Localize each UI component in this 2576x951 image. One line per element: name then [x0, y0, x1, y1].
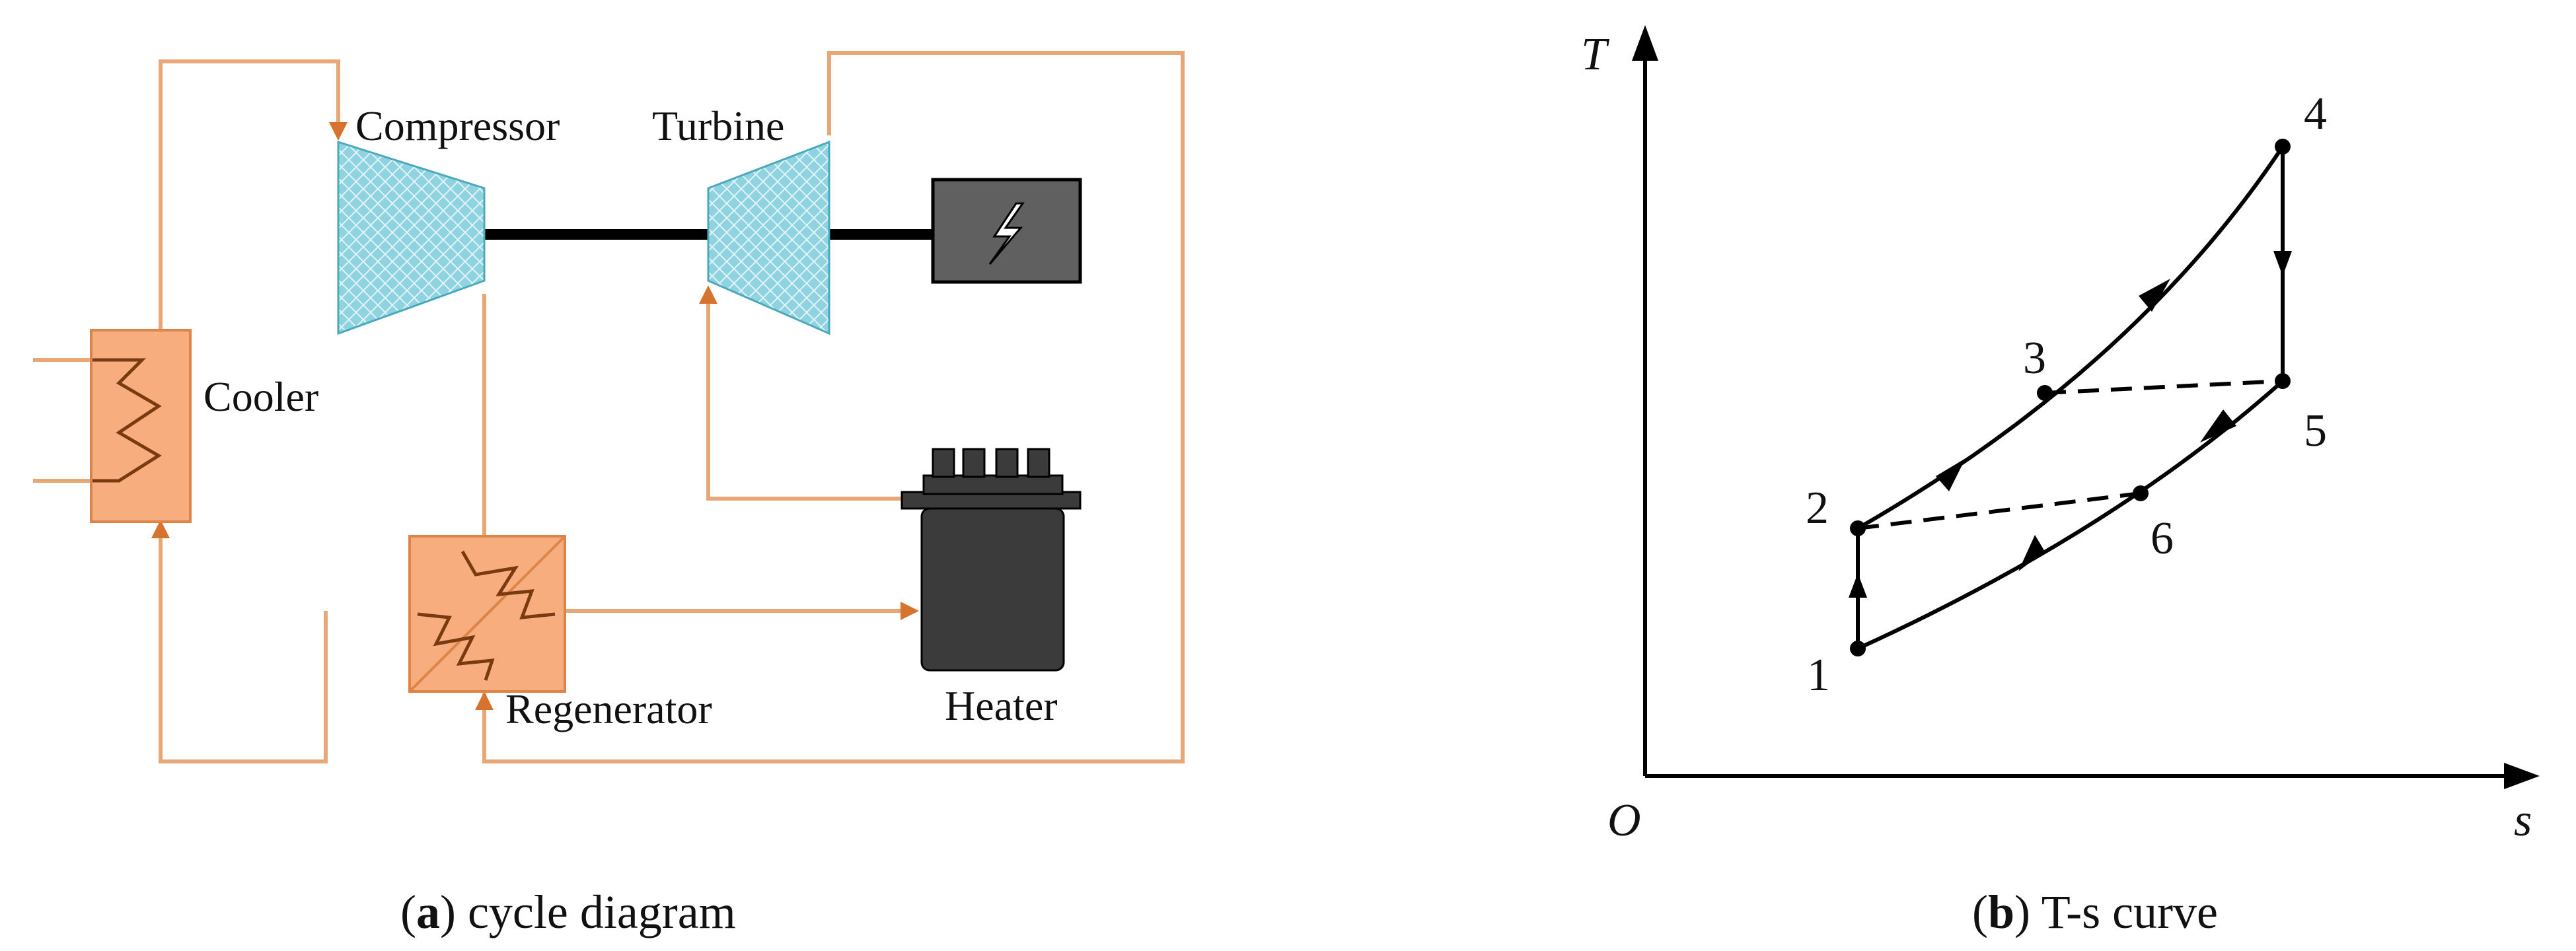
x-axis-arrowhead: [2504, 763, 2540, 789]
state-point-2: [1850, 520, 1866, 536]
generator-lightning-icon: [931, 178, 1082, 284]
caption-a-letter: a: [416, 886, 440, 938]
pipe-cooler-to-compressor: [159, 59, 340, 330]
ts-curve: T s O 1: [1581, 25, 2540, 938]
y-axis-label: T: [1581, 29, 1610, 80]
state-point-3: [2037, 385, 2053, 401]
arrow-5-6: [2200, 409, 2236, 442]
regen-line-2-6: [1857, 491, 2141, 530]
turbine-label: Turbine: [652, 102, 784, 149]
caption-b-open: (: [1972, 886, 1988, 938]
process-2-3-4: [1857, 145, 2285, 530]
arrow-3-4: [2139, 279, 2170, 312]
pipes: [33, 51, 1185, 763]
state-label-3: 3: [2023, 333, 2046, 384]
turbine-icon: [707, 140, 830, 335]
state-point-5: [2275, 373, 2291, 389]
axes: [1643, 59, 2507, 778]
arrow-into-cooler: [151, 520, 170, 538]
pipe-turbine-to-regenerator: [482, 51, 1185, 763]
regenerator-label: Regenerator: [505, 686, 712, 732]
y-axis-arrowhead: [1632, 25, 1658, 61]
state-label-1: 1: [1807, 650, 1830, 701]
flow-arrows: [151, 122, 919, 710]
compressor-icon: [337, 140, 486, 335]
state-point-1: [1850, 641, 1866, 656]
state-label-5: 5: [2304, 405, 2327, 456]
pipe-heater-to-turbine: [706, 294, 915, 501]
arrow-4-5: [2273, 251, 2292, 276]
state-points: [1850, 139, 2291, 656]
compressor-label: Compressor: [355, 102, 560, 149]
heater-icon: [901, 448, 1082, 672]
process-lines: [1856, 145, 2285, 651]
caption-a-close: ): [440, 886, 456, 938]
caption-a-text: cycle diagram: [456, 886, 736, 938]
regen-line-3-5: [2044, 379, 2283, 395]
arrow-into-regenerator: [475, 691, 494, 710]
state-label-2: 2: [1806, 483, 1829, 534]
heater-label: Heater: [945, 682, 1058, 729]
regenerator-icon: [408, 535, 566, 693]
caption-b: (b) T-s curve: [1972, 886, 2218, 938]
state-point-4: [2275, 139, 2291, 155]
caption-a-open: (: [400, 886, 416, 938]
cooler-label: Cooler: [203, 373, 318, 420]
arrow-into-compressor: [329, 122, 348, 141]
cooler-icon: [90, 329, 192, 523]
origin-label: O: [1607, 795, 1641, 846]
direction-arrows: [1849, 251, 2292, 598]
arrow-into-heater: [901, 602, 919, 620]
cycle-diagram: Compressor Turbine Cooler Regenerator He…: [33, 51, 1185, 938]
arrow-1-2: [1849, 573, 1867, 598]
pipe-regenerator-to-cooler: [159, 532, 328, 763]
arrow-2-3: [1936, 458, 1966, 491]
state-point-6: [2133, 485, 2149, 501]
arrow-6-1: [2018, 535, 2045, 571]
caption-a: (a) cycle diagram: [400, 886, 736, 938]
x-axis-label: s: [2514, 795, 2532, 846]
caption-b-close: ): [2014, 886, 2030, 938]
caption-b-letter: b: [1988, 886, 2014, 938]
state-label-6: 6: [2151, 513, 2174, 564]
arrow-into-turbine: [699, 285, 718, 304]
state-label-4: 4: [2304, 88, 2327, 139]
caption-b-text: T-s curve: [2030, 886, 2218, 938]
